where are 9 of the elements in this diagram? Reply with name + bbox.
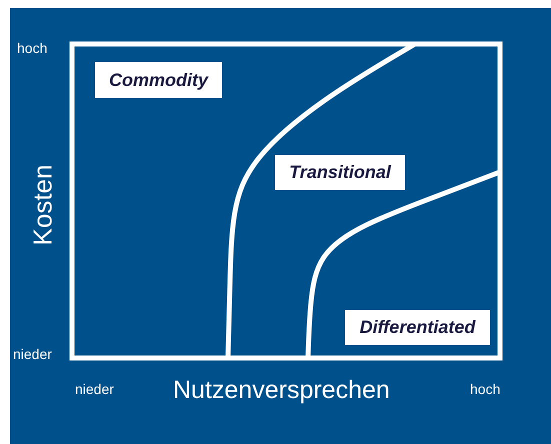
category-box: Differentiated <box>345 310 490 345</box>
axis-tick-label: hoch <box>470 381 500 397</box>
axis-title: Kosten <box>28 164 58 246</box>
axis-tick-label: hoch <box>17 40 48 56</box>
axis-title: Nutzenversprechen <box>173 376 390 405</box>
axis-tick-label: nieder <box>13 346 52 362</box>
axis-tick-label: nieder <box>75 381 114 397</box>
category-box: Commodity <box>95 62 222 98</box>
category-box: Transitional <box>275 155 405 190</box>
